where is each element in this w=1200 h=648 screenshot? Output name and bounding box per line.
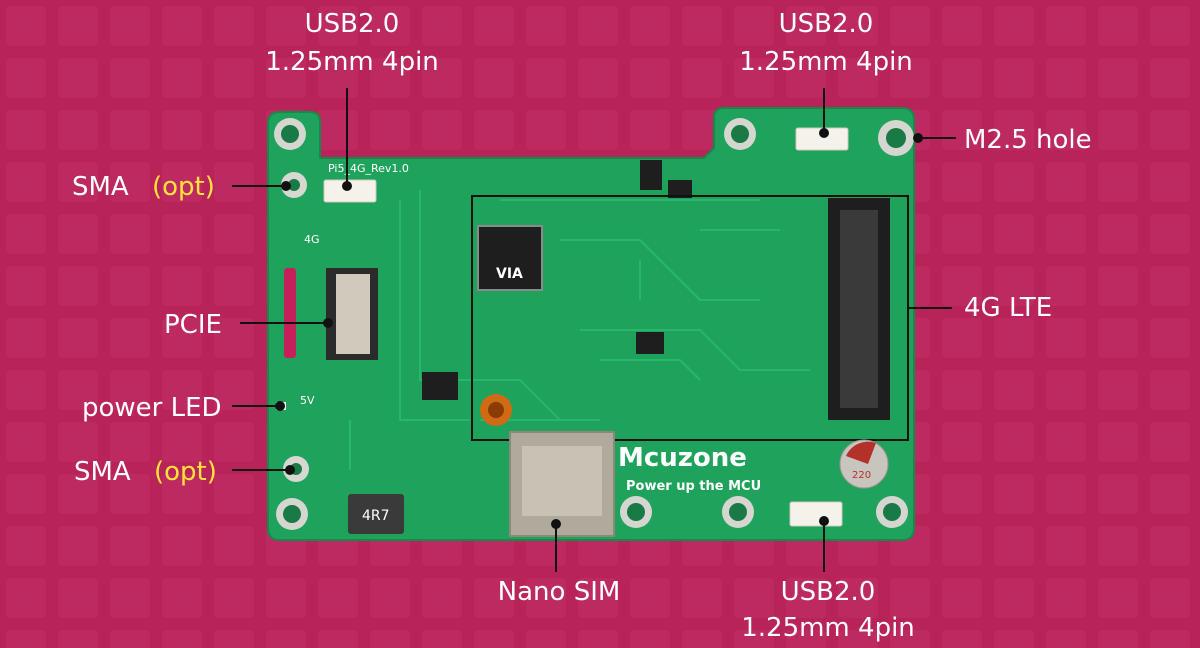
usb-connector-top-left (323, 179, 377, 203)
label-sma-bottom: SMA (74, 457, 131, 487)
inductor: 4R7 (348, 494, 404, 534)
pcb-board (267, 107, 915, 541)
eeprom-chip (422, 372, 458, 400)
nano-sim-holder (509, 431, 615, 537)
label-usb-top-right-line1: USB2.0 (779, 9, 874, 39)
chip-marking: VIA (496, 266, 523, 282)
label-usb-bottom-line2: 1.25mm 4pin (741, 613, 915, 643)
mounting-hole-bottom-mid1 (620, 496, 652, 528)
m2-slot (828, 198, 890, 420)
board-revision: Pi5_4G_Rev1.0 (328, 162, 409, 175)
label-4g-lte: 4G LTE (964, 293, 1052, 323)
mounting-hole-bottom-right (876, 496, 908, 528)
label-pcie: PCIE (164, 310, 222, 340)
label-power-led: power LED (82, 393, 222, 423)
label-usb-top-right-line2: 1.25mm 4pin (739, 47, 913, 77)
leader-lines (232, 88, 956, 572)
silk-5v: 5V (300, 394, 315, 407)
pcb-traces (349, 190, 810, 470)
mounting-hole-top-left (274, 118, 306, 150)
mounting-hole-bottom-mid2 (722, 496, 754, 528)
usb-connector-top-right (795, 127, 849, 151)
regulator-chip (636, 332, 664, 354)
capacitor-marking: 220 (852, 470, 871, 481)
small-chip (668, 180, 692, 198)
label-nano-sim: Nano SIM (498, 577, 621, 607)
label-sma-top-note: (opt) (152, 172, 215, 202)
label-usb-top-left-line1: USB2.0 (305, 9, 400, 39)
usb-hub-chip: VIA (477, 225, 543, 291)
pcie-fpc-connector (284, 268, 378, 360)
label-usb-top-left-line2: 1.25mm 4pin (265, 47, 439, 77)
brand-slogan: Power up the MCU (626, 479, 761, 494)
electrolytic-capacitor: 220 (839, 439, 889, 489)
mounting-hole-top-mid (724, 118, 756, 150)
silk-4g: 4G (304, 233, 320, 246)
orange-pad (480, 394, 512, 426)
label-m25-hole: M2.5 hole (964, 125, 1092, 155)
sma-pad-top (281, 172, 307, 198)
m25-mounting-hole (878, 120, 914, 156)
mounting-hole-bottom-left (276, 498, 308, 530)
usb-connector-bottom (789, 501, 843, 527)
small-chip-2 (640, 160, 662, 190)
label-sma-bottom-note: (opt) (154, 457, 217, 487)
leader-dots (275, 128, 923, 529)
label-usb-bottom-line1: USB2.0 (781, 577, 876, 607)
label-sma-top: SMA (72, 172, 129, 202)
inductor-marking: 4R7 (362, 508, 390, 524)
lte-module-outline (471, 195, 909, 441)
brand-logo: Mcuzone (618, 443, 747, 473)
